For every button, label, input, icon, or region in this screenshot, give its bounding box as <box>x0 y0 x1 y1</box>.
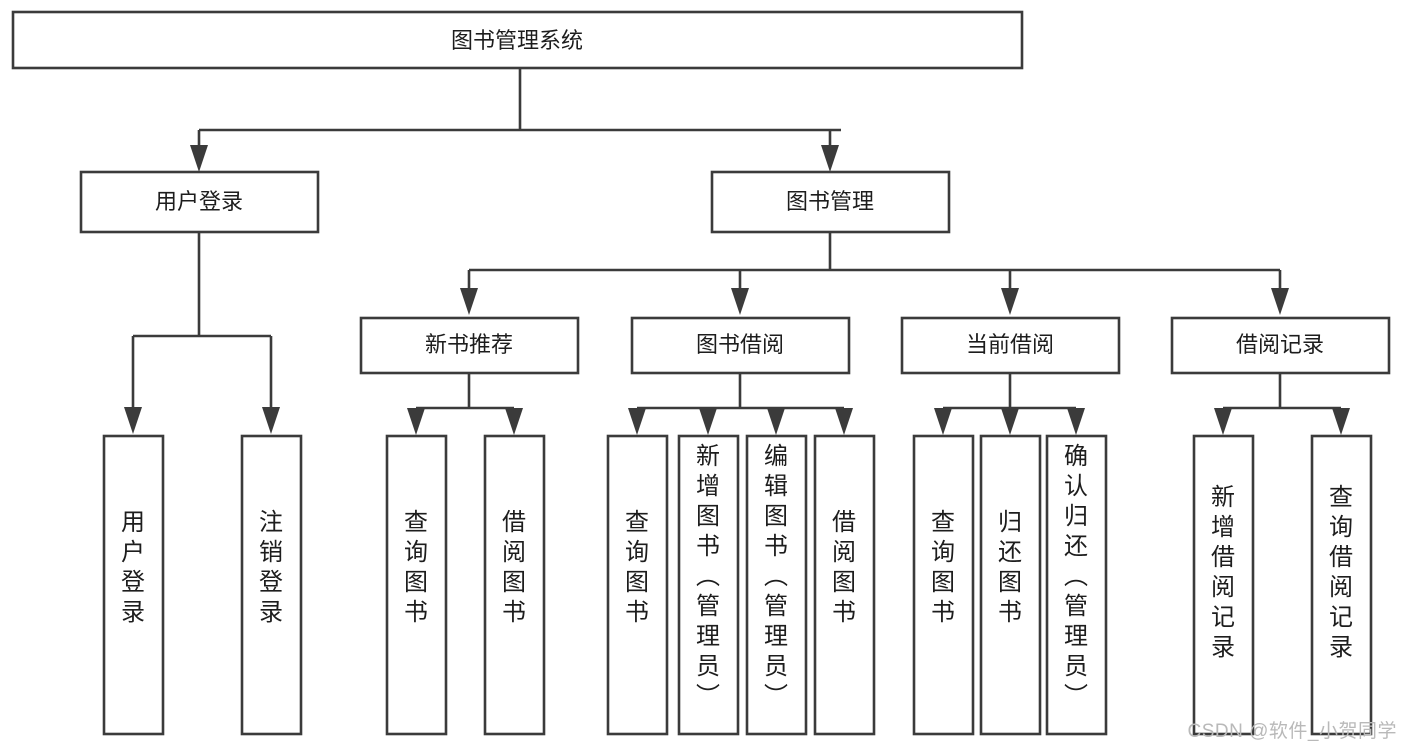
node-borrow-record-box[interactable] <box>1170 316 1391 375</box>
arrow-to-borrow <box>731 288 749 315</box>
leaf-borrow-borrow-book-label: 借阅图书 <box>832 509 856 626</box>
leaf-current-query-book-box[interactable] <box>912 434 975 736</box>
leaf-login-logout[interactable]: 注销登录 <box>240 434 303 736</box>
leaf-newbook-query-book-box[interactable] <box>385 434 448 736</box>
node-book-borrow-box[interactable] <box>630 316 851 375</box>
leaf-login-user-login-label: 用户登录 <box>121 509 145 626</box>
arrow-current-leaf1 <box>934 408 952 435</box>
leaf-login-logout-label: 注销登录 <box>259 509 283 626</box>
leaf-newbook-query-book[interactable]: 查询图书 <box>385 434 448 736</box>
leaf-login-logout-box[interactable] <box>240 434 303 736</box>
arrow-borrow-leaf4 <box>835 408 853 435</box>
leaf-borrow-add-book-label: 新增图书︵管理员︶ <box>696 443 720 710</box>
leaf-record-add-record-label: 新增借阅记录 <box>1211 484 1235 661</box>
leaf-record-query-record-box[interactable] <box>1310 434 1373 736</box>
leaf-borrow-query-book-box[interactable] <box>606 434 669 736</box>
arrow-borrow-leaf2 <box>699 408 717 435</box>
arrow-to-login <box>190 145 208 172</box>
arrow-newbook-leaf1 <box>407 408 425 435</box>
node-user-login-box[interactable] <box>79 170 320 234</box>
node-book-borrow-label: 图书借阅 <box>696 332 784 357</box>
leaf-current-confirm-return-box[interactable] <box>1045 434 1108 736</box>
arrow-to-current <box>1001 288 1019 315</box>
arrow-newbook-leaf2 <box>505 408 523 435</box>
node-book-management-box[interactable] <box>710 170 951 234</box>
arrow-record-leaf2 <box>1332 408 1350 435</box>
leaf-record-add-record[interactable]: 新增借阅记录 <box>1192 434 1255 736</box>
arrow-to-record <box>1271 288 1289 315</box>
node-current-borrow[interactable]: 当前借阅 <box>900 316 1121 375</box>
leaf-newbook-borrow-book[interactable]: 借阅图书 <box>483 434 546 736</box>
node-new-book-recommend-label: 新书推荐 <box>425 332 513 357</box>
arrow-login-leaf1 <box>124 407 142 434</box>
leaf-current-return-book[interactable]: 归还图书 <box>979 434 1042 736</box>
leaf-borrow-add-book-box[interactable] <box>677 434 740 736</box>
node-book-management[interactable]: 图书管理 <box>710 170 951 234</box>
leaf-borrow-edit-book-box[interactable] <box>745 434 808 736</box>
node-borrow-record[interactable]: 借阅记录 <box>1170 316 1391 375</box>
arrow-login-leaf2 <box>262 407 280 434</box>
arrow-record-leaf1 <box>1214 408 1232 435</box>
leaf-current-query-book[interactable]: 查询图书 <box>912 434 975 736</box>
leaf-newbook-borrow-book-box[interactable] <box>483 434 546 736</box>
node-book-management-label: 图书管理 <box>786 189 874 214</box>
arrow-current-leaf2 <box>1001 408 1019 435</box>
leaf-borrow-query-book[interactable]: 查询图书 <box>606 434 669 736</box>
node-new-book-recommend-box[interactable] <box>359 316 580 375</box>
leaf-current-confirm-return-label: 确认归还︵管理员︶ <box>1064 443 1088 710</box>
connectors <box>124 68 1350 435</box>
arrow-to-bookmgmt <box>821 145 839 172</box>
node-current-borrow-box[interactable] <box>900 316 1121 375</box>
leaf-current-return-book-box[interactable] <box>979 434 1042 736</box>
leaf-borrow-borrow-book-box[interactable] <box>813 434 876 736</box>
node-root-box[interactable] <box>11 10 1024 70</box>
leaf-borrow-add-book[interactable]: 新增图书︵管理员︶ <box>677 434 740 736</box>
node-borrow-record-label: 借阅记录 <box>1236 332 1324 357</box>
arrow-borrow-leaf3 <box>767 408 785 435</box>
node-new-book-recommend[interactable]: 新书推荐 <box>359 316 580 375</box>
node-current-borrow-label: 当前借阅 <box>966 332 1054 357</box>
node-book-borrow[interactable]: 图书借阅 <box>630 316 851 375</box>
leaf-borrow-edit-book[interactable]: 编辑图书︵管理员︶ <box>745 434 808 736</box>
leaf-borrow-borrow-book[interactable]: 借阅图书 <box>813 434 876 736</box>
node-root-label: 图书管理系统 <box>451 28 583 53</box>
leaf-record-add-record-box[interactable] <box>1192 434 1255 736</box>
leaf-borrow-query-book-label: 查询图书 <box>625 509 649 626</box>
leaf-current-confirm-return[interactable]: 确认归还︵管理员︶ <box>1045 434 1108 736</box>
leaf-record-query-record[interactable]: 查询借阅记录 <box>1310 434 1373 736</box>
leaf-login-user-login-box[interactable] <box>102 434 165 736</box>
leaf-borrow-edit-book-label: 编辑图书︵管理员︶ <box>764 443 788 710</box>
leaf-record-query-record-label: 查询借阅记录 <box>1329 484 1353 661</box>
arrow-borrow-leaf1 <box>628 408 646 435</box>
leaf-current-query-book-label: 查询图书 <box>931 509 955 626</box>
arrow-to-newbook <box>460 288 478 315</box>
node-user-login[interactable]: 用户登录 <box>79 170 320 234</box>
leaf-newbook-query-book-label: 查询图书 <box>404 509 428 626</box>
leaf-current-return-book-label: 归还图书 <box>998 509 1022 626</box>
node-root[interactable]: 图书管理系统 <box>11 10 1024 70</box>
arrow-current-leaf3 <box>1067 408 1085 435</box>
node-user-login-label: 用户登录 <box>155 189 243 214</box>
leaf-newbook-borrow-book-label: 借阅图书 <box>502 509 526 626</box>
leaf-login-user-login[interactable]: 用户登录 <box>102 434 165 736</box>
